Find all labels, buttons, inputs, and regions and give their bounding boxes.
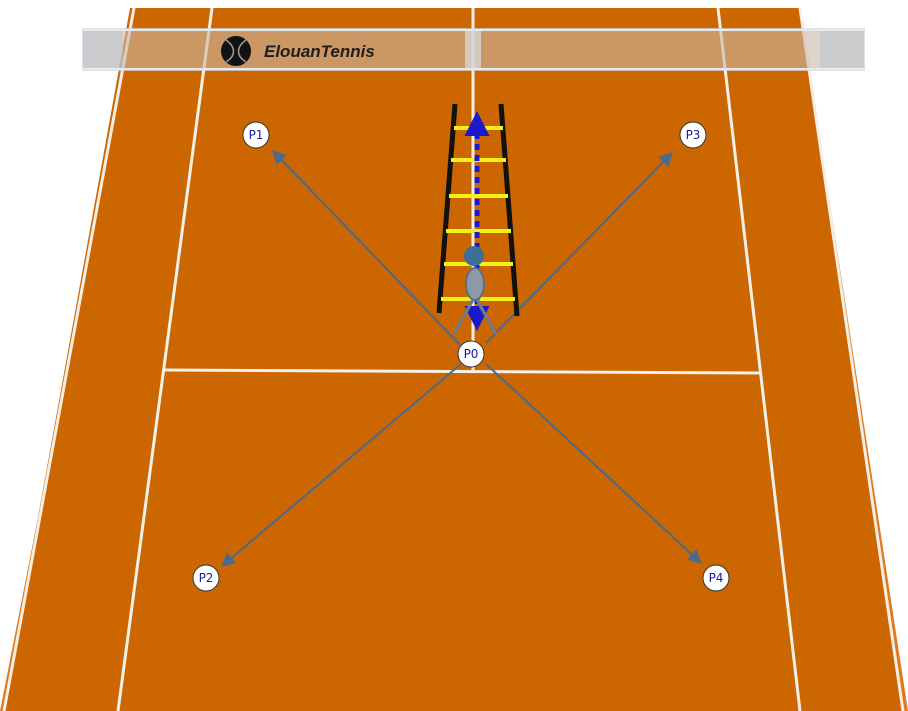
tennis-ball-icon (221, 36, 251, 66)
position-p3: P3 (680, 122, 706, 148)
position-p4: P4 (703, 565, 729, 591)
svg-text:P0: P0 (464, 347, 479, 361)
net-post-left (83, 29, 123, 70)
svg-text:P3: P3 (686, 128, 701, 142)
svg-text:P2: P2 (199, 571, 214, 585)
brand-text: ElouanTennis (264, 42, 375, 61)
position-p0: P0 (458, 341, 484, 367)
svg-text:P1: P1 (249, 128, 264, 142)
svg-text:P4: P4 (709, 571, 724, 585)
position-p1: P1 (243, 122, 269, 148)
position-p2: P2 (193, 565, 219, 591)
net-center-strap (465, 29, 481, 70)
net (83, 29, 864, 70)
net-post-right (820, 29, 864, 70)
